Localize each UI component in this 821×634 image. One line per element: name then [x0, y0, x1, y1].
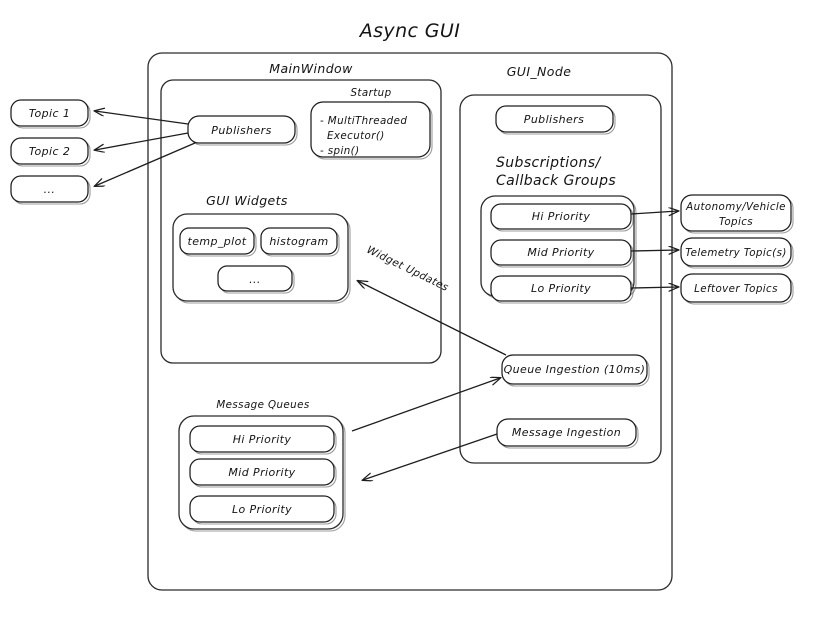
message-ingestion-label: Message Ingestion [512, 426, 621, 439]
queue-ingestion-label: Queue Ingestion (10ms) [504, 363, 646, 376]
startup-label: Startup [350, 87, 391, 99]
arrow-lo-to-leftover [630, 287, 678, 288]
guinode-label: GUI_Node [507, 64, 572, 79]
startup-line-2: Executor() [327, 130, 385, 142]
mq-hi-priority[interactable] [189, 425, 335, 453]
mq-mid-priority[interactable] [189, 458, 335, 486]
cb-mid-priority[interactable] [490, 239, 632, 266]
right-topic-leftover[interactable] [680, 273, 792, 303]
startup-line-3: - spin() [320, 145, 360, 157]
cb-lo-priority-label: Lo Priority [531, 282, 591, 295]
arrow-hi-to-autonomy [630, 211, 678, 214]
left-topic-3-label: ... [44, 183, 56, 196]
startup-line-1: - MultiThreaded [320, 115, 407, 127]
cb-lo-priority[interactable] [490, 275, 632, 302]
right-topic-telemetry-label: Telemetry Topic(s) [685, 247, 787, 259]
left-topic-2-label: Topic 2 [29, 145, 70, 158]
arrow-widget-updates [358, 281, 507, 356]
guinode-publishers-label: Publishers [524, 113, 584, 126]
gui-widgets-label: GUI Widgets [206, 193, 288, 208]
guinode-publishers-box[interactable] [495, 105, 614, 133]
arrow-mid-to-telemetry [630, 250, 678, 251]
widget-temp-plot-label: temp_plot [188, 235, 247, 248]
right-topic-telemetry[interactable] [680, 237, 792, 267]
widget-temp-plot[interactable] [179, 227, 255, 255]
arrow-publishers-to-topic3 [95, 142, 196, 186]
cb-hi-priority-label: Hi Priority [532, 210, 591, 223]
left-topic-3[interactable] [10, 175, 89, 203]
arrow-message-ingestion-to-queues [363, 433, 498, 480]
mq-mid-priority-label: Mid Priority [228, 466, 295, 479]
arrow-publishers-to-topic1 [95, 111, 189, 125]
mainwindow-publishers-label: Publishers [211, 124, 271, 137]
right-topic-autonomy-label-line2: Topics [719, 216, 753, 228]
mainwindow-publishers-box[interactable] [187, 115, 296, 144]
cb-mid-priority-label: Mid Priority [527, 246, 594, 259]
mq-hi-priority-label: Hi Priority [233, 433, 292, 446]
mq-lo-priority-label: Lo Priority [232, 503, 292, 516]
arrow-queues-to-queue-ingestion [351, 378, 500, 432]
right-topic-autonomy-label-line1: Autonomy/Vehicle [685, 201, 786, 213]
widget-more[interactable] [217, 265, 293, 292]
mainwindow-label: MainWindow [269, 61, 353, 76]
message-ingestion-box[interactable] [496, 418, 637, 447]
page-title: Async GUI [358, 20, 461, 42]
right-topic-autonomy[interactable] [680, 194, 792, 232]
cb-hi-priority[interactable] [490, 203, 632, 230]
left-topic-2[interactable] [10, 137, 89, 165]
left-topic-1[interactable] [10, 99, 89, 127]
message-queues-label: Message Queues [216, 399, 309, 411]
subscriptions-label-line2: Callback Groups [496, 173, 616, 189]
arrow-publishers-to-topic2 [95, 132, 189, 150]
right-topic-leftover-label: Leftover Topics [694, 283, 778, 295]
widget-histogram[interactable] [260, 227, 338, 255]
widget-histogram-label: histogram [269, 235, 328, 248]
queue-ingestion-box[interactable] [501, 354, 648, 385]
startup-box[interactable] [310, 101, 431, 158]
subscriptions-label-line1: Subscriptions/ [496, 155, 601, 171]
mq-lo-priority[interactable] [189, 495, 335, 523]
widget-more-label: ... [249, 273, 261, 286]
left-topic-1-label: Topic 1 [29, 107, 70, 120]
